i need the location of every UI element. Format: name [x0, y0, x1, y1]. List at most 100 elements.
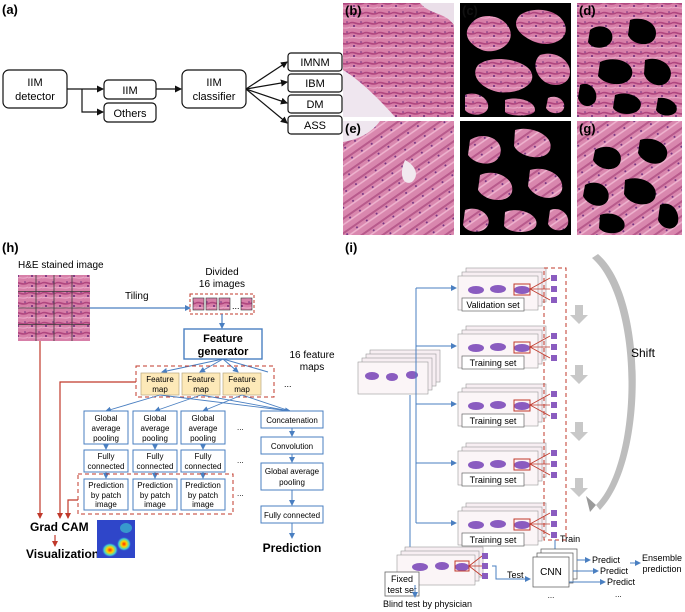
- feature-map-3-line2: map: [234, 385, 250, 394]
- gap-column-2: Global average pooling: [132, 410, 178, 445]
- feature-map-2: Feature map: [181, 372, 221, 396]
- set-label-1: Validation set: [466, 300, 520, 310]
- dataset-stack-2: Training set: [457, 325, 557, 370]
- fc2-line1: Fully: [147, 452, 164, 461]
- image-c: (c): [460, 3, 571, 117]
- cnn-to-predict-arrows: [569, 557, 606, 585]
- predict-2: Predict: [600, 566, 629, 576]
- source-slide-stack: [357, 349, 441, 395]
- feature-generator-line1: Feature: [203, 333, 243, 345]
- prediction-label: Prediction: [263, 541, 322, 555]
- blind-test-label: Blind test by physician: [383, 599, 472, 609]
- gap3-line2: average: [189, 424, 218, 433]
- gap3-line3: pooling: [190, 434, 216, 443]
- cnn-stack: [532, 548, 578, 588]
- he-stained-image: [18, 275, 90, 341]
- test-arrow: [492, 565, 531, 582]
- gap-right-line1: Global average: [265, 467, 320, 476]
- pred-patch-3: Prediction by patch image: [180, 478, 226, 511]
- others-box: [103, 102, 157, 123]
- pp3-line2: by patch: [188, 491, 218, 500]
- class-label-dm: DM: [306, 99, 323, 111]
- others-box-label: Others: [113, 108, 147, 120]
- panel-d-label: (d): [579, 3, 596, 18]
- feature-generator-box: [183, 328, 263, 360]
- pp2-line2: by patch: [140, 491, 170, 500]
- pp3-line3: image: [192, 500, 214, 509]
- gap2-line1: Global: [143, 414, 166, 423]
- iim-detector-line1: IIM: [27, 77, 42, 89]
- grad-cam-connections: [37, 341, 136, 519]
- image-e: (e): [343, 121, 454, 235]
- pp2-line1: Prediction: [137, 481, 173, 490]
- feature-generator-line2: generator: [198, 346, 249, 358]
- dataset-stack-3: Training set: [457, 383, 557, 428]
- image-d: (d): [577, 3, 682, 117]
- cnn-dots: ...: [548, 591, 555, 600]
- iim-box-label: IIM: [122, 85, 137, 97]
- pred-patch-1: Prediction by patch image: [83, 478, 129, 511]
- ensemble-line2: prediction: [642, 564, 681, 574]
- predict-dots: ...: [615, 590, 622, 599]
- set-label-4: Training set: [470, 475, 517, 485]
- set-label-box-3: [461, 413, 525, 428]
- feature-map-1: Feature map: [140, 372, 180, 396]
- dataset-stack-5: Training set: [457, 502, 557, 547]
- pred-patch-2: Prediction by patch image: [132, 478, 178, 511]
- gap1-line3: pooling: [93, 434, 119, 443]
- fc3-line1: Fully: [195, 452, 212, 461]
- fc-to-pred-arrows: [103, 472, 206, 479]
- gap2-line2: average: [141, 424, 170, 433]
- gap1-line1: Global: [94, 414, 117, 423]
- grad-cam-heatmap: [97, 520, 135, 558]
- feature-maps-ellipsis: ...: [284, 379, 292, 389]
- class-label-ass: ASS: [304, 120, 326, 132]
- pp1-line2: by patch: [91, 491, 121, 500]
- iim-detector-line2: detector: [15, 91, 55, 103]
- class-label-imnm: IMNM: [300, 57, 329, 69]
- shift-label: Shift: [631, 346, 656, 360]
- panel-e-label: (e): [345, 121, 361, 136]
- feature-maps-line1: 16 feature: [289, 350, 334, 361]
- feature-map-1-line2: map: [152, 385, 168, 394]
- fixed-test-line2: test set: [387, 585, 417, 595]
- feature-map-1-line1: Feature: [146, 375, 174, 384]
- arrow-detector-others: [81, 89, 104, 116]
- fc1-line1: Fully: [98, 452, 115, 461]
- gap1-line2: average: [92, 424, 121, 433]
- gap-column-1: Global average pooling: [83, 410, 129, 445]
- feature-maps-line2: maps: [300, 362, 324, 373]
- pp1-line3: image: [95, 500, 117, 509]
- pred-patch-ellipsis: ...: [237, 489, 244, 498]
- feature-map-3: Feature map: [222, 372, 262, 396]
- feature-map-2-line2: map: [193, 385, 209, 394]
- set-label-box-2: [461, 355, 525, 370]
- gap2-line3: pooling: [142, 434, 168, 443]
- panel-c-label: (c): [462, 3, 478, 18]
- source-to-sets-connectors: [407, 285, 457, 557]
- divided-line2: 16 images: [199, 279, 245, 290]
- fc1-line2: connected: [88, 462, 125, 471]
- panel-b-label: (b): [345, 3, 362, 18]
- pp1-line1: Prediction: [88, 481, 124, 490]
- ensemble-line1: Ensemble: [642, 553, 682, 563]
- dataset-stack-1: Validation set: [457, 267, 557, 312]
- set-label-2: Training set: [470, 358, 517, 368]
- shift-down-arrows: [570, 305, 588, 497]
- tiles-ellipsis: ...: [232, 301, 240, 311]
- patch-predictions-box: [77, 473, 234, 515]
- feature-map-3-line1: Feature: [228, 375, 256, 384]
- tiling-label: Tiling: [125, 291, 149, 302]
- concat-column: Concatenation Convolution Global average…: [260, 410, 324, 539]
- panel-g-label: (g): [579, 121, 596, 136]
- class-box-ass: [287, 115, 343, 135]
- divided-line1: Divided: [205, 267, 238, 278]
- visualization-label: Visualization: [26, 547, 99, 561]
- set-label-box-4: [461, 472, 525, 487]
- set-label-3: Training set: [470, 416, 517, 426]
- cnn-label: CNN: [540, 567, 562, 578]
- fc-column-3: Fully connected: [180, 449, 226, 473]
